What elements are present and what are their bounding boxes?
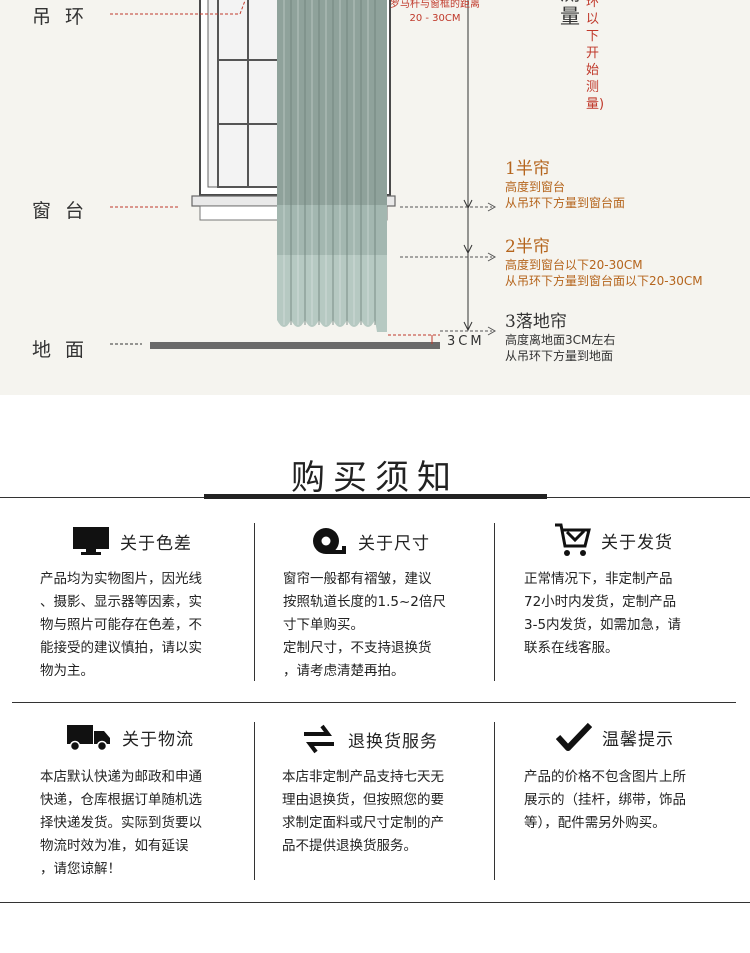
option-half-curtain-1: 1半帘 高度到窗台 从吊环下方量到窗台面 bbox=[505, 154, 625, 211]
label-ring: 吊环 bbox=[32, 6, 99, 28]
body-line: 品不提供退换货服务。 bbox=[282, 838, 417, 854]
cell-body: 本店非定制产品支持七天无 理由退换货，但按照您的要 求制定面料或尺寸定制的产 品… bbox=[282, 766, 444, 858]
cell-title: 退换货服务 bbox=[348, 731, 438, 752]
cell-body: 本店默认快递为邮政和申通 快递，仓库根据订单随机选 择快递发货。实际到货要以 物… bbox=[40, 766, 202, 881]
curtain-panel bbox=[277, 0, 387, 332]
body-line: 定制尺寸，不支持退换货 bbox=[283, 640, 432, 656]
measure-note: 环以下开始测量) bbox=[586, 0, 605, 112]
option-line: 从吊环下方量到窗台面 bbox=[505, 196, 626, 210]
rod-note-line1: 罗马杆与窗框的距离 bbox=[390, 0, 480, 10]
exchange-icon bbox=[300, 722, 338, 756]
body-line: 、摄影、显示器等因素，实 bbox=[40, 594, 202, 610]
label-sill: 窗台 bbox=[32, 200, 99, 222]
measure-heading: 测量 bbox=[560, 0, 580, 28]
cell-body: 窗帘一般都有褶皱，建议 按照轨道长度的1.5~2倍尺 寸下单购买。 定制尺寸，不… bbox=[283, 568, 446, 683]
notice-cell-size: 关于尺寸 bbox=[312, 526, 430, 556]
title-underline bbox=[204, 494, 547, 499]
body-line: 理由退换货，但按照您的要 bbox=[282, 792, 444, 808]
body-line: ，请考虑清楚再拍。 bbox=[283, 663, 405, 679]
cell-title: 关于色差 bbox=[120, 533, 192, 554]
cell-title: 关于发货 bbox=[601, 532, 673, 553]
body-line: 寸下单购买。 bbox=[283, 617, 364, 633]
column-divider bbox=[494, 523, 495, 681]
option-line: 高度离地面3CM左右 bbox=[505, 333, 616, 347]
bottom-divider bbox=[0, 902, 750, 903]
column-divider bbox=[254, 722, 255, 880]
monitor-icon bbox=[72, 526, 110, 556]
label-floor: 地面 bbox=[32, 339, 99, 361]
notice-cell-shipping: 关于发货 bbox=[553, 522, 673, 558]
option-line: 高度到窗台以下20-30CM bbox=[505, 258, 643, 272]
body-line: ，请您谅解！ bbox=[40, 861, 121, 877]
body-line: 快递，仓库根据订单随机选 bbox=[40, 792, 202, 808]
body-line: 3-5内发货，如需加急，请 bbox=[524, 617, 682, 633]
body-line: 窗帘一般都有褶皱，建议 bbox=[283, 571, 432, 587]
option-line: 从吊环下方量到窗台面以下20-30CM bbox=[505, 274, 703, 288]
cell-title: 关于物流 bbox=[122, 729, 194, 750]
tape-measure-icon bbox=[312, 526, 348, 556]
option-line: 从吊环下方量到地面 bbox=[505, 349, 614, 363]
body-line: 展示的（挂杆，绑带，饰品 bbox=[524, 792, 686, 808]
column-divider bbox=[494, 722, 495, 880]
rod-distance-note: 罗马杆与窗框的距离 20 - 30CM bbox=[390, 0, 480, 26]
body-line: 物为主。 bbox=[40, 663, 94, 679]
notice-cell-color: 关于色差 bbox=[72, 526, 192, 556]
cell-body: 产品的价格不包含图片上所 展示的（挂杆，绑带，饰品 等），配件需另外购买。 bbox=[524, 766, 686, 835]
notice-cell-logistics: 关于物流 bbox=[66, 722, 194, 752]
body-line: 能接受的建议慎拍，请以实 bbox=[40, 640, 202, 656]
body-line: 正常情况下，非定制产品 bbox=[524, 571, 673, 587]
body-line: 等），配件需另外购买。 bbox=[524, 815, 666, 831]
cart-icon bbox=[553, 522, 591, 558]
option-half-curtain-2: 2半帘 高度到窗台以下20-30CM 从吊环下方量到窗台面以下20-30CM bbox=[505, 232, 703, 289]
checkmark-icon bbox=[556, 722, 592, 752]
cell-body: 正常情况下，非定制产品 72小时内发货，定制产品 3-5内发货，如需加急，请 联… bbox=[524, 568, 681, 660]
body-line: 择快递发货。实际到货要以 bbox=[40, 815, 202, 831]
option-title: 1半帘 bbox=[505, 159, 550, 179]
body-line: 本店非定制产品支持七天无 bbox=[282, 769, 444, 785]
body-line: 本店默认快递为邮政和申通 bbox=[40, 769, 202, 785]
body-line: 按照轨道长度的1.5~2倍尺 bbox=[283, 594, 446, 610]
notice-cell-reminder: 温馨提示 bbox=[556, 722, 674, 752]
notice-title: 购买须知 bbox=[291, 458, 459, 498]
floor-bar bbox=[150, 342, 440, 349]
truck-icon bbox=[66, 722, 112, 752]
cell-body: 产品均为实物图片，因光线 、摄影、显示器等因素，实 物与照片可能存在色差，不 能… bbox=[40, 568, 202, 683]
option-title: 2半帘 bbox=[505, 237, 550, 257]
floor-gap-label: 3CM bbox=[447, 334, 485, 349]
body-line: 联系在线客服。 bbox=[524, 640, 619, 656]
body-line: 产品均为实物图片，因光线 bbox=[40, 571, 202, 587]
row-divider bbox=[12, 702, 736, 703]
rod-note-line2: 20 - 30CM bbox=[409, 13, 461, 24]
body-line: 72小时内发货，定制产品 bbox=[524, 594, 677, 610]
column-divider bbox=[254, 523, 255, 681]
curtain-measurement-diagram: 吊环 窗台 地面 罗马杆与窗框的距离 20 - 30CM 测量 环以下开始测量)… bbox=[0, 0, 750, 395]
option-title: 3落地帘 bbox=[505, 312, 567, 332]
body-line: 物与照片可能存在色差，不 bbox=[40, 617, 202, 633]
curtain-illustration bbox=[110, 0, 497, 349]
cell-title: 温馨提示 bbox=[602, 729, 674, 750]
notice-cell-returns: 退换货服务 bbox=[300, 722, 438, 756]
body-line: 物流时效为准，如有延误 bbox=[40, 838, 189, 854]
cell-title: 关于尺寸 bbox=[358, 533, 430, 554]
option-line: 高度到窗台 bbox=[505, 180, 566, 194]
body-line: 产品的价格不包含图片上所 bbox=[524, 769, 686, 785]
body-line: 求制定面料或尺寸定制的产 bbox=[282, 815, 444, 831]
option-floor-curtain: 3落地帘 高度离地面3CM左右 从吊环下方量到地面 bbox=[505, 307, 615, 364]
